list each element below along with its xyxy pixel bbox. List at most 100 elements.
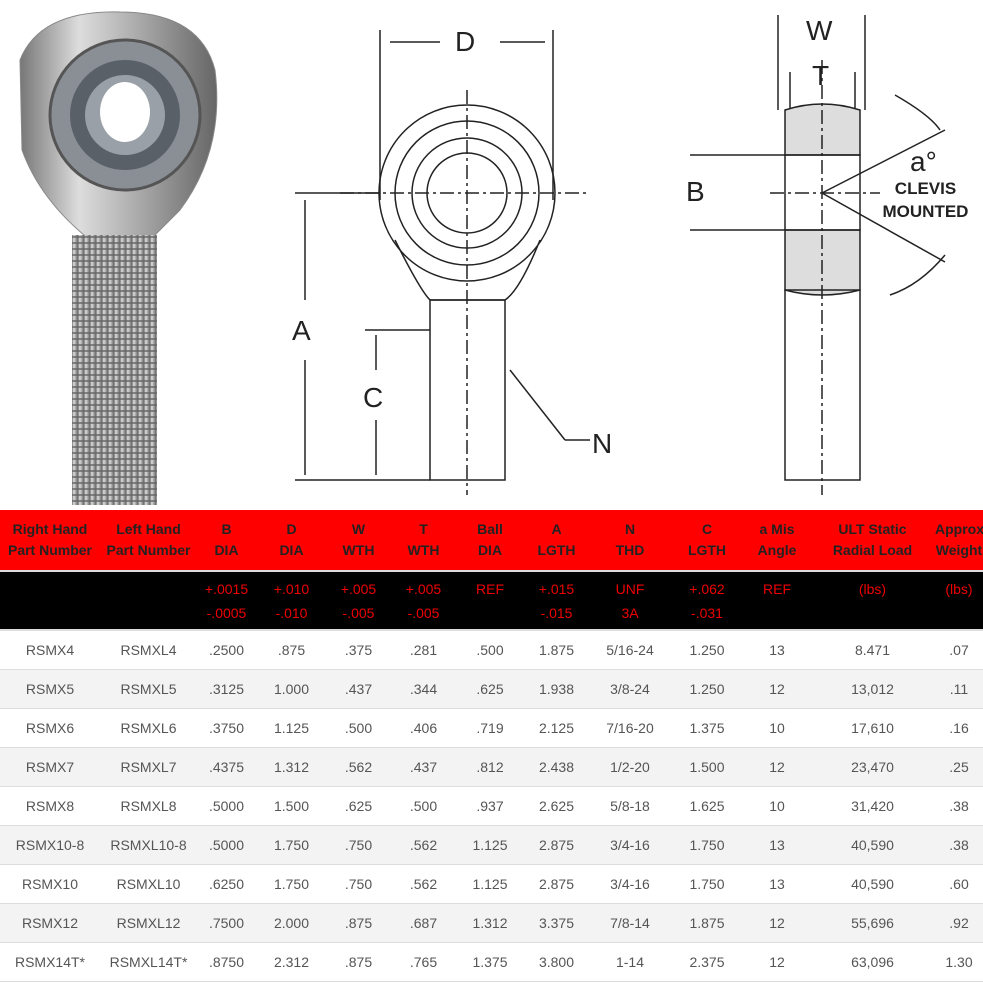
table-cell: 1.125: [457, 864, 523, 904]
header-line: B: [221, 521, 232, 537]
tolerance-cell: +.015 -.015: [523, 571, 590, 631]
table-cell: 55,696: [810, 903, 935, 943]
table-cell: 1.625: [670, 786, 744, 826]
table-cell: .500: [390, 786, 457, 826]
table-cell: .500: [327, 708, 390, 748]
table-cell: 1.938: [523, 669, 590, 709]
header-line: Approx: [935, 521, 983, 537]
tolerance-cell: +.0015-.0005: [197, 571, 256, 631]
angle-label: a°: [910, 146, 937, 177]
table-cell: 2.125: [523, 708, 590, 748]
table-cell: .750: [327, 864, 390, 904]
table-cell: RSMX6: [0, 708, 100, 748]
table-cell: 10: [744, 786, 810, 826]
tolerance-line: +.0015: [204, 580, 249, 597]
header-line: a Mis: [759, 521, 795, 537]
table-cell: RSMX4: [0, 630, 100, 670]
table-cell: 3.800: [523, 942, 590, 982]
tolerance-line: -.031: [691, 604, 723, 621]
tolerance-line: -.015: [540, 604, 573, 621]
table-cell: .25: [935, 747, 983, 787]
tolerance-line: 3A: [621, 604, 639, 621]
table-cell: .625: [457, 669, 523, 709]
side-view-drawing: [690, 15, 946, 495]
table-cell: 10: [744, 708, 810, 748]
header-line: WTH: [342, 542, 375, 558]
tolerance-line: (lbs): [945, 580, 973, 597]
mounted-text: MOUNTED: [882, 202, 969, 221]
table-cell: 1.750: [670, 825, 744, 865]
tolerance-cell: +.005-.005: [327, 571, 390, 631]
table-cell: .5000: [197, 825, 256, 865]
table-cell: .437: [327, 669, 390, 709]
table-cell: .6250: [197, 864, 256, 904]
header-line: LGTH: [537, 542, 576, 558]
table-cell: 2.000: [256, 903, 327, 943]
tolerance-cell: [0, 571, 100, 631]
table-cell: 2.438: [523, 747, 590, 787]
table-cell: 40,590: [810, 825, 935, 865]
table-cell: 1.250: [670, 669, 744, 709]
table-cell: 1/2-20: [590, 747, 670, 787]
dimension-a-label: A: [292, 315, 311, 346]
header-line: Right Hand: [12, 521, 88, 537]
tolerance-line: REF: [763, 580, 791, 597]
tolerance-line: -.005: [342, 604, 375, 621]
table-cell: .4375: [197, 747, 256, 787]
table-cell: .07: [935, 630, 983, 670]
tolerance-line: (lbs): [858, 580, 887, 597]
table-cell: 1.750: [670, 864, 744, 904]
table-cell: .750: [327, 825, 390, 865]
header-line: A: [551, 521, 562, 537]
table-cell: .765: [390, 942, 457, 982]
table-cell: 1.312: [457, 903, 523, 943]
table-cell: 2.875: [523, 825, 590, 865]
header-line: Left Hand: [116, 521, 181, 537]
table-cell: .500: [457, 630, 523, 670]
header-line: C: [701, 521, 713, 537]
table-cell: 1.875: [523, 630, 590, 670]
table-cell: 1.750: [256, 825, 327, 865]
table-cell: RSMXL5: [100, 669, 197, 709]
tolerance-line: -.010: [275, 604, 308, 621]
dimension-w-label: W: [806, 15, 833, 46]
table-cell: .7500: [197, 903, 256, 943]
tolerance-row: +.0015-.0005+.010-.010+.005-.005+.005-.0…: [0, 571, 983, 631]
table-cell: 2.375: [670, 942, 744, 982]
table-cell: RSMX10-8: [0, 825, 100, 865]
table-cell: RSMX5: [0, 669, 100, 709]
table-cell: RSMXL6: [100, 708, 197, 748]
tolerance-line: [935, 601, 983, 625]
tolerance-line: +.015: [538, 580, 575, 597]
header-line: DIA: [279, 542, 304, 558]
table-cell: RSMXL14T*: [100, 942, 197, 982]
table-cell: 63,096: [810, 942, 935, 982]
table-cell: 5/8-18: [590, 786, 670, 826]
table-cell: RSMXL10-8: [100, 825, 197, 865]
table-cell: 1.375: [670, 708, 744, 748]
header-line: Radial Load: [832, 542, 913, 558]
table-cell: 17,610: [810, 708, 935, 748]
table-cell: 1.750: [256, 864, 327, 904]
dimension-d-label: D: [455, 26, 476, 57]
table-cell: 13: [744, 630, 810, 670]
table-cell: 2.312: [256, 942, 327, 982]
header-line: DIA: [477, 542, 503, 558]
table-cell: .562: [390, 825, 457, 865]
table-cell: .719: [457, 708, 523, 748]
tolerance-cell: +.005-.005: [390, 571, 457, 631]
tolerance-line: [100, 577, 197, 601]
table-cell: 1.375: [457, 942, 523, 982]
table-cell: 12: [744, 747, 810, 787]
table-cell: .562: [390, 864, 457, 904]
table-cell: 2.875: [523, 864, 590, 904]
